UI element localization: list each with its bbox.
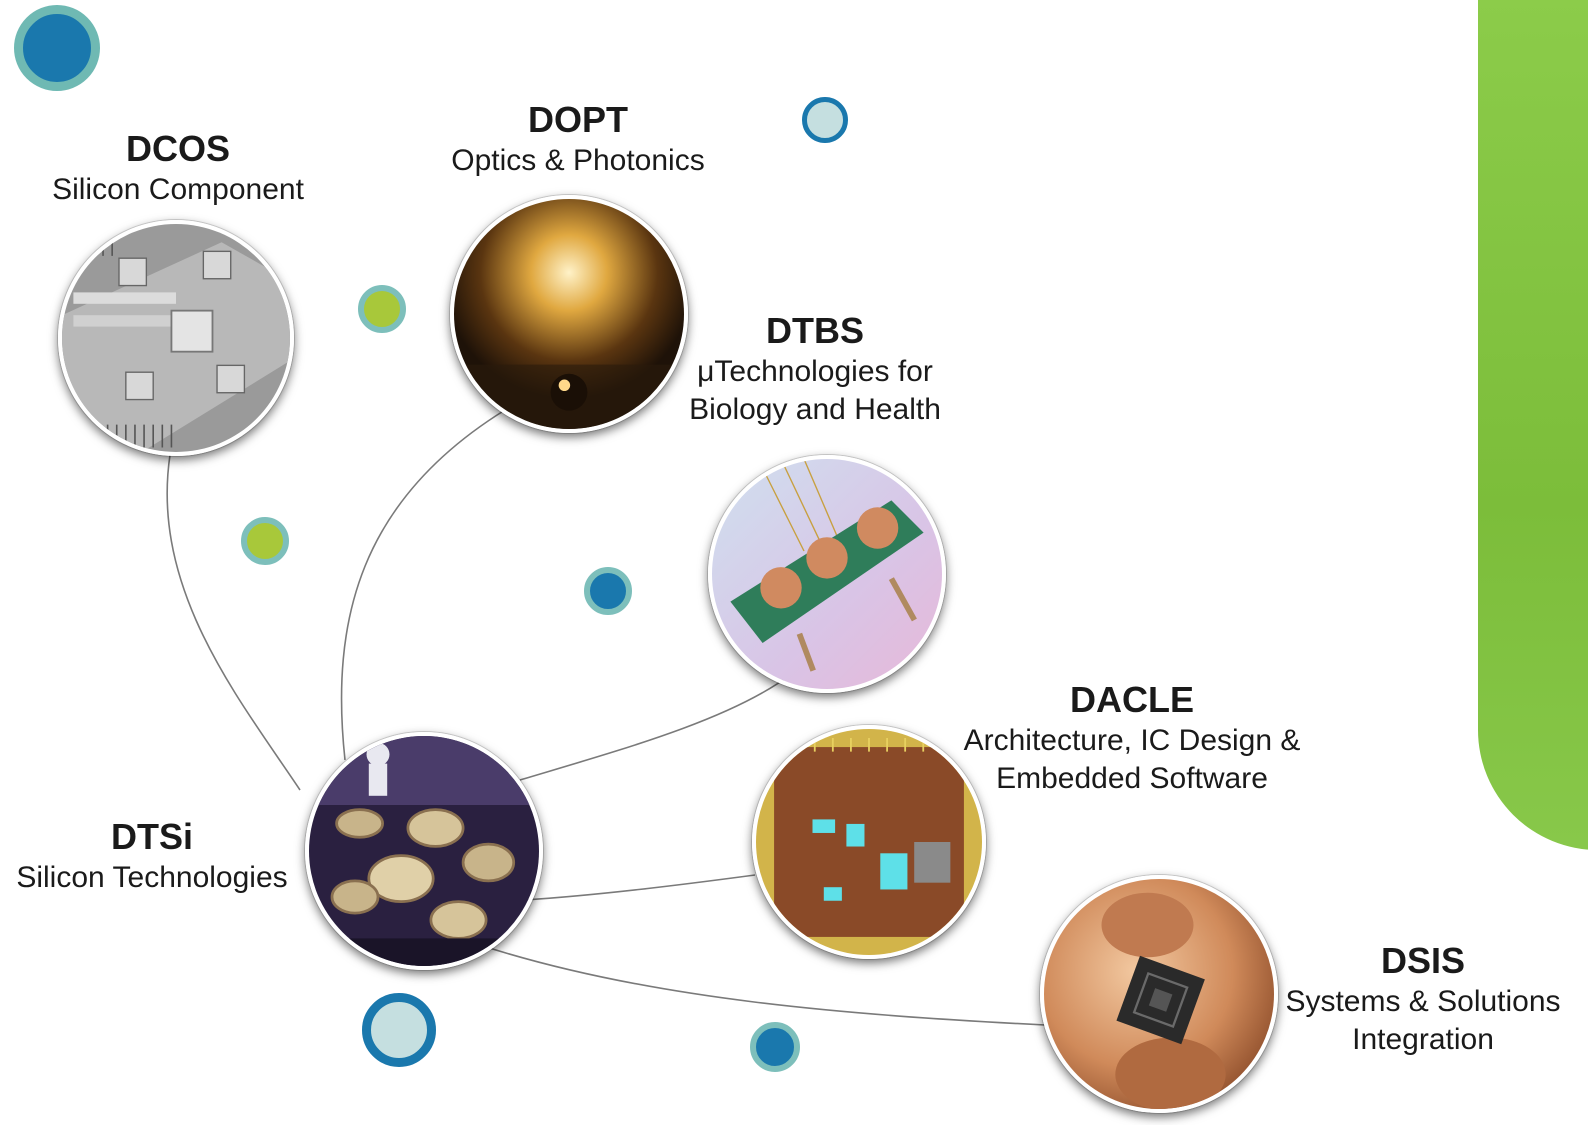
pale-ring-dot-bottom — [362, 993, 436, 1067]
dcos-label: DCOS Silicon Component — [28, 126, 328, 209]
dtbs-description-line-1: μTechnologies for — [697, 355, 933, 388]
green-side-panel — [1478, 0, 1588, 850]
dtbs-description-line-2: Biology and Health — [689, 392, 941, 426]
dtsi-code: DTSi — [110, 816, 193, 857]
dsis-description-line-1: Systems & Solutions — [1285, 985, 1561, 1018]
blue-dot-bottom — [750, 1022, 800, 1072]
dsis-image — [1040, 875, 1278, 1113]
link-dtsi-dcos — [166, 454, 301, 791]
dopt-label: DOPT Optics & Photonics — [418, 97, 738, 180]
dtbs-label: DTBS μTechnologies for Biology and Healt… — [660, 308, 970, 428]
dcos-description: Silicon Component — [52, 173, 304, 206]
dsis-description-line-2: Integration — [1352, 1022, 1494, 1056]
link-dtsi-dopt — [340, 409, 506, 761]
dacle-description-line-1: Architecture, IC Design & — [963, 724, 1301, 757]
dopt-code: DOPT — [527, 99, 628, 140]
dtbs-image — [708, 455, 946, 693]
lime-dot-lower — [241, 517, 289, 565]
link-dtsi-dacle — [524, 874, 756, 901]
dtsi-image — [305, 732, 543, 970]
dopt-image — [450, 195, 688, 433]
dacle-code: DACLE — [1070, 679, 1194, 720]
large-blue-dot — [14, 5, 100, 91]
dopt-description: Optics & Photonics — [451, 144, 705, 177]
blue-dot-middle — [584, 567, 632, 615]
dsis-label: DSIS Systems & Solutions Integration — [1270, 938, 1576, 1058]
link-dtsi-dsis — [479, 944, 1046, 1026]
dacle-label: DACLE Architecture, IC Design & Embedded… — [942, 677, 1322, 797]
dsis-code: DSIS — [1380, 940, 1466, 981]
dcos-image — [58, 220, 294, 456]
dcos-code: DCOS — [125, 128, 230, 169]
pale-ring-dot-top — [802, 97, 848, 143]
dacle-description-line-2: Embedded Software — [996, 761, 1268, 795]
link-dtsi-dtbs — [519, 674, 791, 781]
dtbs-code: DTBS — [766, 310, 864, 351]
dacle-image — [752, 725, 986, 959]
dtsi-description: Silicon Technologies — [16, 861, 288, 894]
dtsi-label: DTSi Silicon Technologies — [2, 814, 302, 897]
lime-dot-upper — [358, 285, 406, 333]
